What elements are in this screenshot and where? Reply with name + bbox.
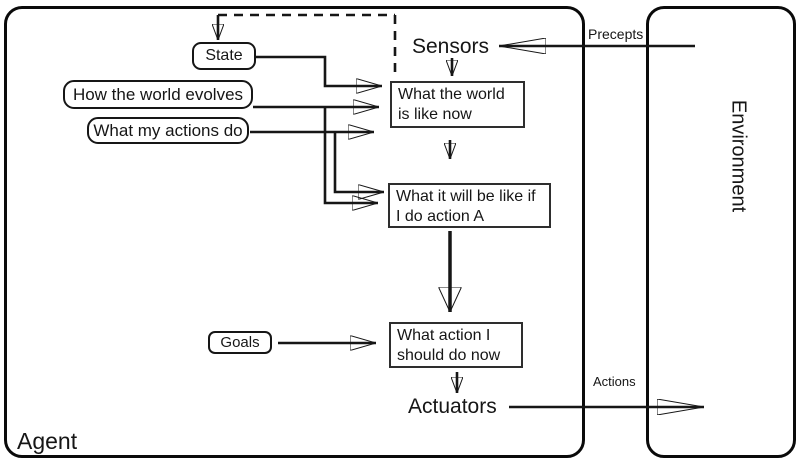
environment-container-box bbox=[646, 6, 796, 458]
world-if-line2: I do action A bbox=[396, 208, 485, 225]
state-node-label: State bbox=[205, 47, 243, 64]
agent-container-box bbox=[4, 6, 585, 458]
goals-node: Goals bbox=[208, 331, 272, 354]
action-now-box: What action I should do now bbox=[389, 322, 523, 368]
actuators-label: Actuators bbox=[408, 395, 497, 418]
sensors-label: Sensors bbox=[412, 35, 490, 58]
what-my-actions-do-label: What my actions do bbox=[93, 120, 243, 140]
action-now-line1: What action I bbox=[397, 327, 491, 344]
goals-label: Goals bbox=[220, 334, 260, 351]
how-world-evolves-label: How the world evolves bbox=[72, 84, 244, 104]
precepts-flow-label: Precepts bbox=[588, 26, 644, 42]
environment-title-label: Environment bbox=[727, 99, 750, 213]
world-if-line1: What it will be like if bbox=[396, 188, 536, 205]
world-now-line1: What the world bbox=[398, 86, 505, 103]
state-node: State bbox=[192, 42, 256, 70]
actions-flow-label: Actions bbox=[593, 374, 636, 389]
agent-title-label: Agent bbox=[17, 428, 78, 454]
action-now-line2: should do now bbox=[397, 347, 501, 364]
world-if-box: What it will be like if I do action A bbox=[388, 183, 551, 228]
what-my-actions-do-node: What my actions do bbox=[87, 117, 249, 144]
how-world-evolves-node: How the world evolves bbox=[63, 80, 253, 109]
world-now-box: What the world is like now bbox=[390, 81, 525, 128]
world-now-line2: is like now bbox=[398, 106, 472, 123]
